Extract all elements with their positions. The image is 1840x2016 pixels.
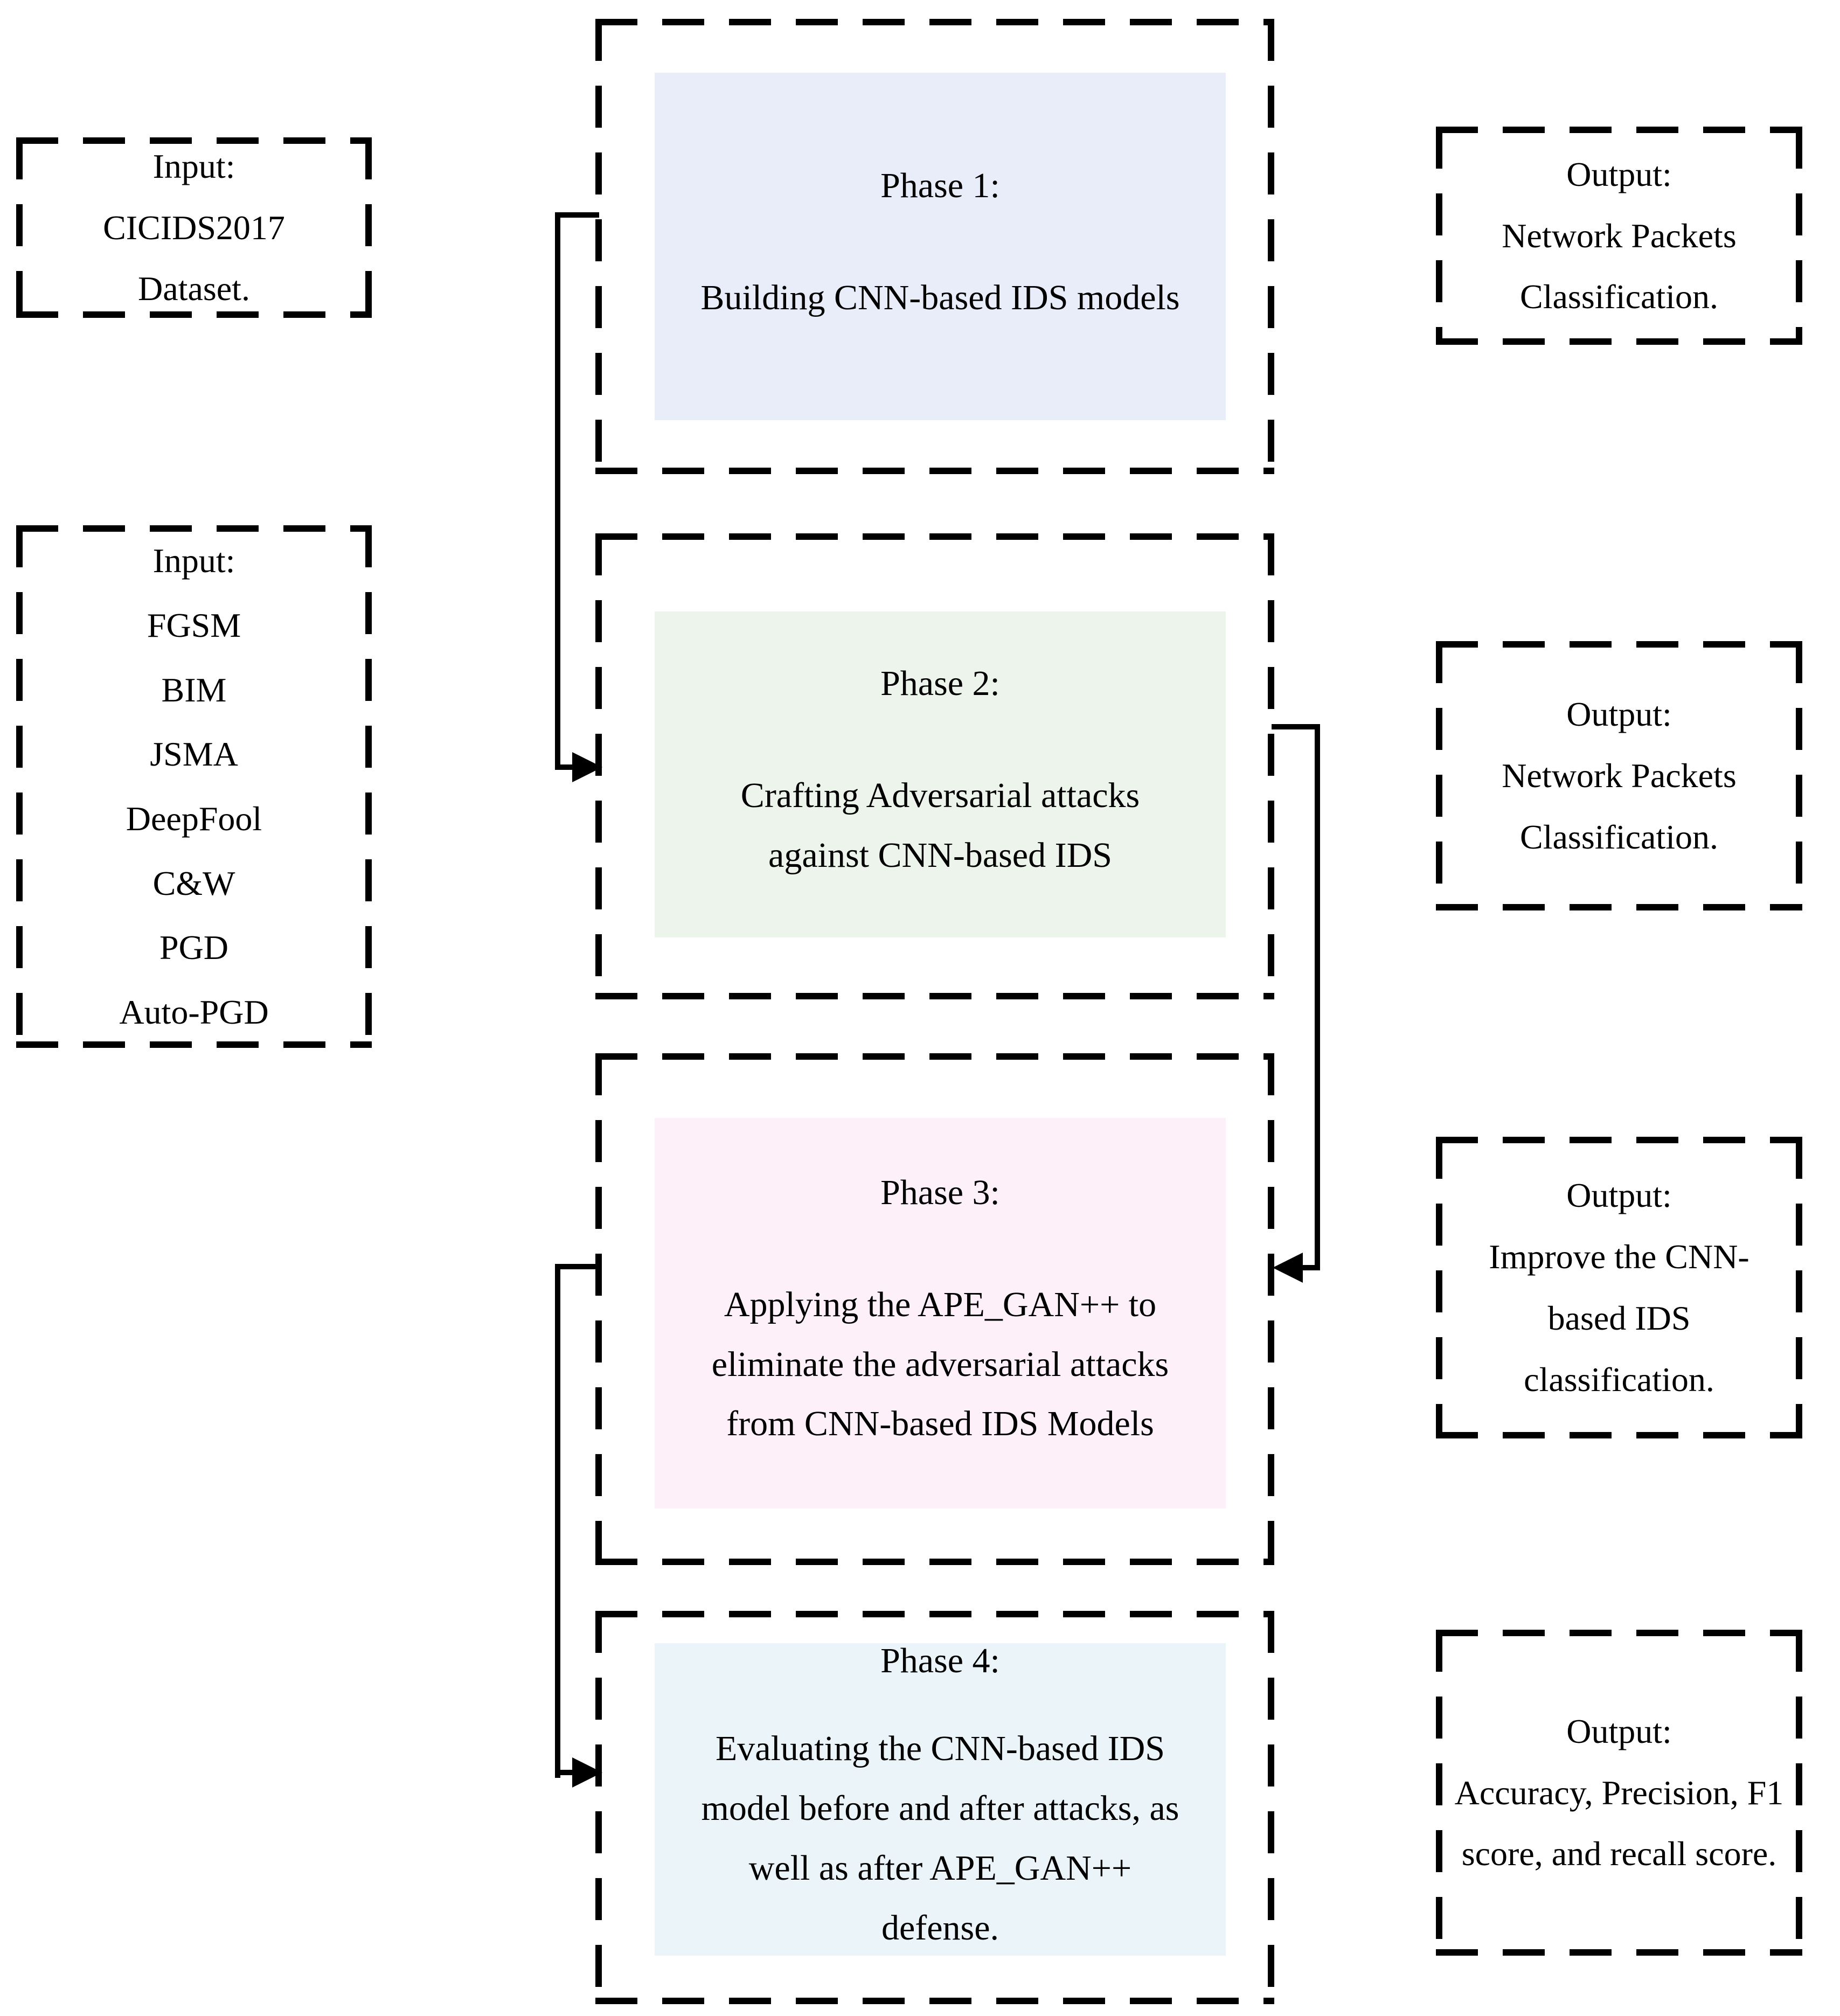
dashed-border [1436,1949,1802,1956]
phase-3-title: Phase 3: [880,1172,1000,1212]
dashed-border [16,525,372,532]
dashed-border [1436,1137,1442,1438]
phase-1-box: Phase 1: Building CNN-based IDS models [595,19,1274,474]
input-dataset-text: Input: CICIDS2017 Dataset. [103,147,285,308]
phase-2-title: Phase 2: [880,664,1000,704]
dashed-border [1796,1630,1802,1956]
connector-line [1315,724,1320,1270]
phase-4-title: Phase 4: [880,1641,1000,1681]
dashed-border [595,1611,602,2004]
output-box-3: Output: Improve the CNN- based IDS class… [1436,1137,1802,1438]
dashed-border [1436,904,1802,910]
connector-line [560,764,579,770]
dashed-border [1268,19,1274,474]
phase-2-panel: Phase 2: Crafting Adversarial attacks ag… [655,611,1226,937]
phase-2-box: Phase 2: Crafting Adversarial attacks ag… [595,533,1274,999]
dashed-border [1268,533,1274,999]
dashed-border [595,1053,602,1565]
connector-line [555,1264,560,1778]
dashed-border [595,1611,1274,1617]
arrowhead-right-icon [572,1757,602,1788]
input-attacks-text: Input: FGSM BIM JSMA DeepFool C&W PGD Au… [119,541,269,1032]
phase-3-box: Phase 3: Applying the APE_GAN++ to elimi… [595,1053,1274,1565]
phase-2-description: Crafting Adversarial attacks against CNN… [740,776,1140,875]
dashed-border [1436,127,1802,133]
output-1-text: Output: Network Packets Classification. [1502,155,1737,316]
phase-1-panel: Phase 1: Building CNN-based IDS models [655,73,1226,420]
input-box-dataset: Input: CICIDS2017 Dataset. [16,137,372,318]
output-4-text: Output: Accuracy, Precision, F1 score, a… [1454,1712,1784,1873]
phase-4-box: Phase 4: Evaluating the CNN-based IDS mo… [595,1611,1274,2004]
dashed-border [595,1559,1274,1565]
connector-line [560,1770,579,1775]
dashed-border [595,533,1274,540]
dashed-border [1268,1053,1274,1565]
dashed-border [1436,641,1442,910]
dashed-border [1268,1611,1274,2004]
connector-line [555,1264,599,1269]
output-2-text: Output: Network Packets Classification. [1502,695,1737,856]
dashed-border [595,19,1274,25]
output-box-1: Output: Network Packets Classification. [1436,127,1802,345]
dashed-border [1436,1137,1802,1143]
input-box-attacks: Input: FGSM BIM JSMA DeepFool C&W PGD Au… [16,525,372,1048]
phase-1-description: Building CNN-based IDS models [700,277,1180,317]
output-3-text: Output: Improve the CNN- based IDS class… [1489,1176,1749,1399]
connector-line [1297,1265,1320,1270]
dashed-border [1436,1432,1802,1438]
dashed-border [16,311,372,318]
output-box-2: Output: Network Packets Classification. [1436,641,1802,910]
dashed-border [16,1041,372,1048]
dashed-border [1436,1630,1802,1636]
phase-4-panel: Phase 4: Evaluating the CNN-based IDS mo… [655,1641,1226,1956]
phase-3-description: Applying the APE_GAN++ to eliminate the … [711,1284,1169,1444]
dashed-border [595,468,1274,474]
connector-line [555,212,560,770]
dashed-border [16,137,23,318]
arrowhead-left-icon [1273,1253,1303,1283]
arrowhead-right-icon [572,752,602,782]
dashed-border [1436,127,1442,345]
dashed-border [365,137,372,318]
connector-line [1272,724,1320,729]
phase-4-description: Evaluating the CNN-based IDS model befor… [701,1729,1179,1948]
dashed-border [595,1998,1274,2004]
dashed-border [1436,1630,1442,1956]
dashed-border [16,137,372,144]
dashed-border [365,525,372,1048]
dashed-border [595,993,1274,999]
phase-3-panel: Phase 3: Applying the APE_GAN++ to elimi… [655,1118,1226,1508]
dashed-border [1436,641,1802,648]
dashed-border [1796,1137,1802,1438]
dashed-border [16,525,23,1048]
dashed-border [1436,338,1802,345]
dashed-border [1796,127,1802,345]
dashed-border [1796,641,1802,910]
dashed-border [595,1053,1274,1060]
phase-1-title: Phase 1: [880,165,1000,205]
dashed-border [595,19,602,474]
connector-line [555,212,599,218]
output-box-4: Output: Accuracy, Precision, F1 score, a… [1436,1630,1802,1956]
